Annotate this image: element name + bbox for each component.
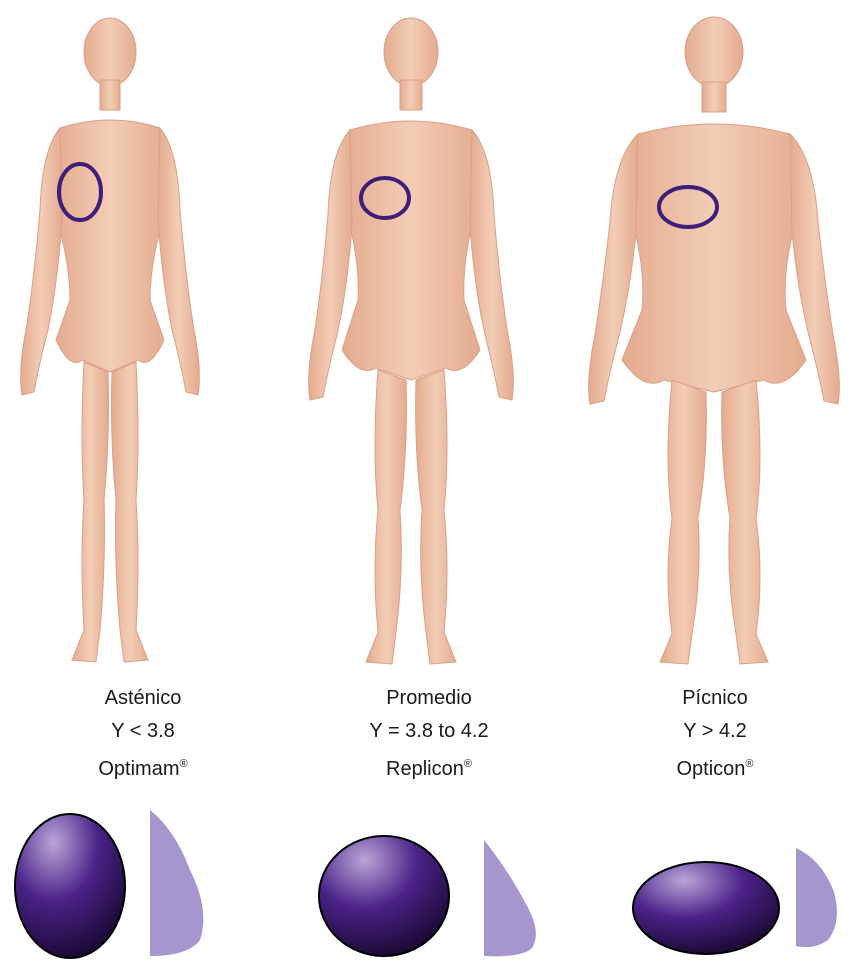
implant-illustration	[572, 800, 858, 962]
panel-labels: Promedio Y = 3.8 to 4.2 Replicon®	[286, 682, 572, 786]
implant-front-view	[319, 836, 449, 956]
panel-labels: Pícnico Y > 4.2 Opticon®	[572, 682, 858, 786]
implant-profile-view	[484, 840, 536, 956]
panel-picnico: Pícnico Y > 4.2 Opticon®	[572, 0, 858, 962]
ratio-label: Y = 3.8 to 4.2	[286, 715, 572, 748]
body-type-label: Promedio	[286, 682, 572, 715]
implant-illustration	[0, 800, 286, 962]
body-type-label: Pícnico	[572, 682, 858, 715]
body-figure-average	[286, 0, 572, 680]
ratio-label: Y > 4.2	[572, 715, 858, 748]
implant-profile-view	[150, 810, 203, 956]
panel-astenico: Asténico Y < 3.8 Optimam®	[0, 0, 286, 962]
product-label: Replicon®	[286, 748, 572, 786]
ratio-label: Y < 3.8	[0, 715, 286, 748]
implant-profile-view	[796, 848, 837, 947]
body-type-label: Asténico	[0, 682, 286, 715]
implant-illustration	[286, 800, 572, 962]
implant-front-view	[633, 862, 779, 954]
panel-promedio: Promedio Y = 3.8 to 4.2 Replicon®	[286, 0, 572, 962]
body-figure-slim	[0, 0, 286, 680]
product-label: Opticon®	[572, 748, 858, 786]
body-figure-wide	[572, 0, 858, 680]
panel-labels: Asténico Y < 3.8 Optimam®	[0, 682, 286, 786]
implant-front-view	[15, 814, 125, 958]
product-label: Optimam®	[0, 748, 286, 786]
